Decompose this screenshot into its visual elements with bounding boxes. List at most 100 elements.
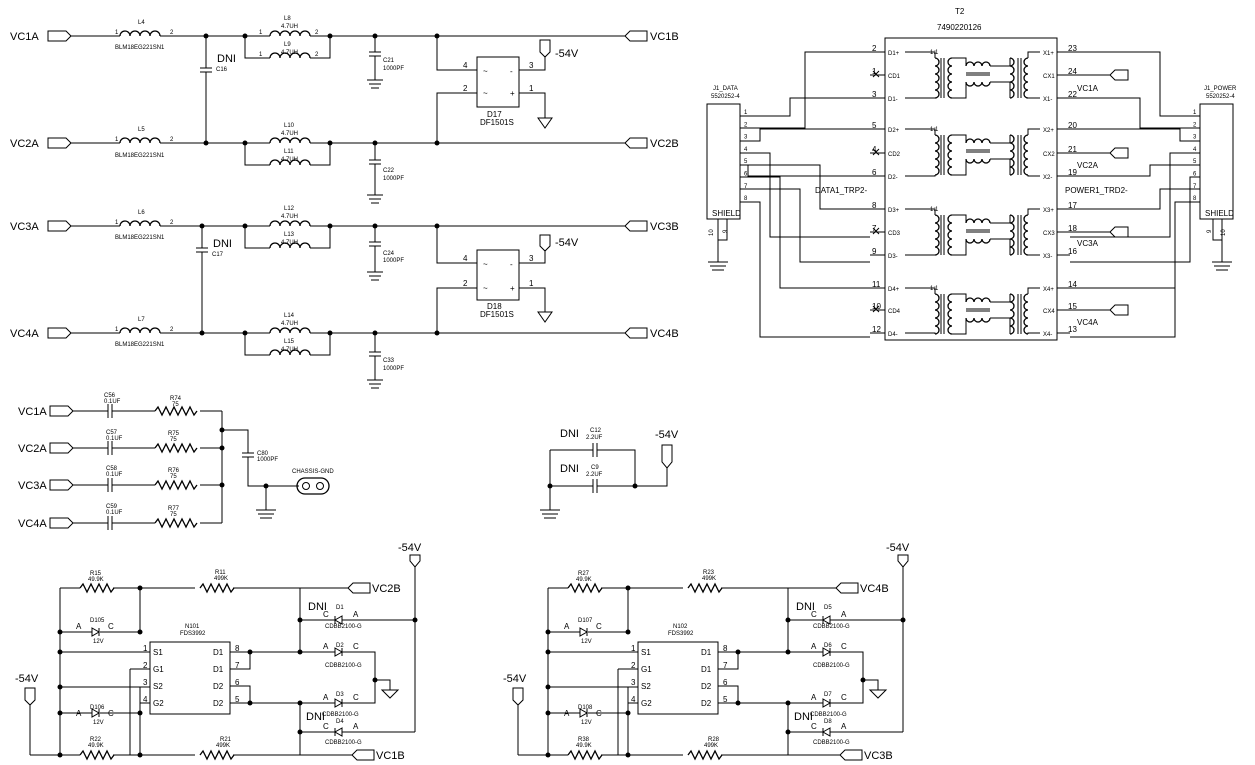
svg-text:D18: D18 [487,302,502,311]
secondary-coil [947,57,953,99]
svg-text:C16: C16 [216,67,228,73]
label: D6 [824,643,832,649]
svg-text:L13: L13 [284,232,295,238]
neg54-flag-d17[interactable]: -54V [539,39,579,60]
tr-right-pin: 22 [1068,90,1077,99]
svg-text:1: 1 [115,30,119,36]
bead-l4-part: BLM18EG221SN1 [115,45,165,51]
right-coil-2 [1023,293,1029,335]
label: 49.9K [576,743,592,749]
diode-a [333,615,343,625]
wire [300,651,391,690]
label: CDBB2100-G [810,712,847,718]
label: 1 [631,644,636,653]
j1-data-pin-4: 4 [744,147,748,153]
vc1a-label: VC1A [10,31,39,43]
wire [788,651,879,690]
svg-text:4: 4 [463,61,468,70]
resistor-top-big [687,582,723,594]
label: S1 [641,648,651,657]
svg-text:C33: C33 [383,358,395,364]
label: VC3B [864,750,893,762]
label: 5 [235,695,240,704]
j1-power-pin-1: 1 [1193,110,1197,116]
j1-data-pin-1: 1 [744,110,748,116]
vc3b-output-flag[interactable]: VC3B [624,220,679,233]
neg54-flag-bulk[interactable]: -54V [655,429,679,469]
svg-text:1: 1 [529,279,534,288]
resistor-bot-small [567,749,603,761]
label: D1 [213,648,224,657]
svg-text:2: 2 [463,279,468,288]
rc-vc3a-flag[interactable]: VC3A [18,479,74,492]
label: D2 [701,682,712,691]
rc-vc1a-flag[interactable]: VC1A [18,405,74,418]
cm-choke-top [965,218,991,224]
vc3a-cx-flag[interactable]: VC3A [1070,226,1129,248]
svg-text:C12: C12 [590,428,602,434]
label: C [323,722,329,731]
bridge-d18: 4 2 3 1 ~~ -+ D18 DF1501S [436,226,553,333]
label: D1 [213,665,224,674]
junction [900,617,906,623]
label: -54V [886,542,910,554]
svg-text:4: 4 [463,254,468,263]
tr-left-pin: 9 [872,247,877,256]
chassis-gnd-terminal[interactable]: CHASSIS-GND [292,469,334,495]
svg-text:R75: R75 [168,431,180,437]
label: R11 [215,570,226,576]
vc1a-input-flag[interactable]: VC1A [10,30,72,43]
vc1a-cx-flag[interactable]: VC1A [1070,69,1129,93]
label: A [811,642,817,651]
vc1b-output-flag[interactable]: VC1B [624,30,679,43]
svg-text:1: 1 [115,220,119,226]
diode-c [822,698,832,708]
right-coil-2 [1023,57,1029,99]
right-coil [1009,293,1015,335]
svg-text:5520252-4: 5520252-4 [711,94,740,100]
svg-text:4.7UH: 4.7UH [281,240,298,246]
svg-text:3: 3 [529,254,534,263]
vc3a-input-flag[interactable]: VC3A [10,220,72,233]
label: A [564,709,570,718]
vc2b-output-flag[interactable]: VC2B [624,137,679,150]
right-coil [1009,134,1015,176]
rc-vc4a-flag[interactable]: VC4A [18,517,74,530]
tr-right-pin: 19 [1068,168,1077,177]
label: 499K [214,576,228,582]
tr-left-pin: 1 [872,67,877,76]
svg-text:C58: C58 [106,466,118,472]
svg-text:C56: C56 [104,393,116,399]
svg-text:VC2A: VC2A [18,443,47,455]
wire [718,685,788,704]
rc-termination: VC1A VC2A VC3A VC4A C56 0.1UF R74 75 C57… [18,393,334,530]
vc2a-input-flag[interactable]: VC2A [10,137,72,150]
zener-top [579,627,589,637]
j1-power-pin-3: 3 [1193,135,1197,141]
vc2a-cx-flag[interactable]: VC2A [1070,147,1129,170]
vc4a-cx-flag[interactable]: VC4A [1070,304,1129,327]
vc4a-input-flag[interactable]: VC4A [10,327,72,340]
label: A [564,622,570,631]
tr-right-label: X2- [1043,175,1052,181]
tr-left-label: CD2 [888,152,901,158]
svg-text:75: 75 [172,402,179,408]
tr-left-label: D2- [888,175,898,181]
label: A [841,610,847,619]
no-connect-mark [872,148,880,156]
svg-text:L7: L7 [138,317,145,323]
label: 499K [704,743,718,749]
svg-text:75: 75 [170,437,177,443]
label: C [596,622,602,631]
tr-right-label: CX1 [1043,74,1055,80]
rc-vc2a-flag[interactable]: VC2A [18,442,74,455]
junction [372,677,378,683]
vc4b-output-flag[interactable]: VC4B [624,327,679,340]
tr-right-pin: 14 [1068,280,1077,289]
svg-text:0.1UF: 0.1UF [106,510,123,516]
label: A [76,622,82,631]
neg54-flag-d18[interactable]: -54V [539,234,579,252]
core-line [940,135,945,175]
